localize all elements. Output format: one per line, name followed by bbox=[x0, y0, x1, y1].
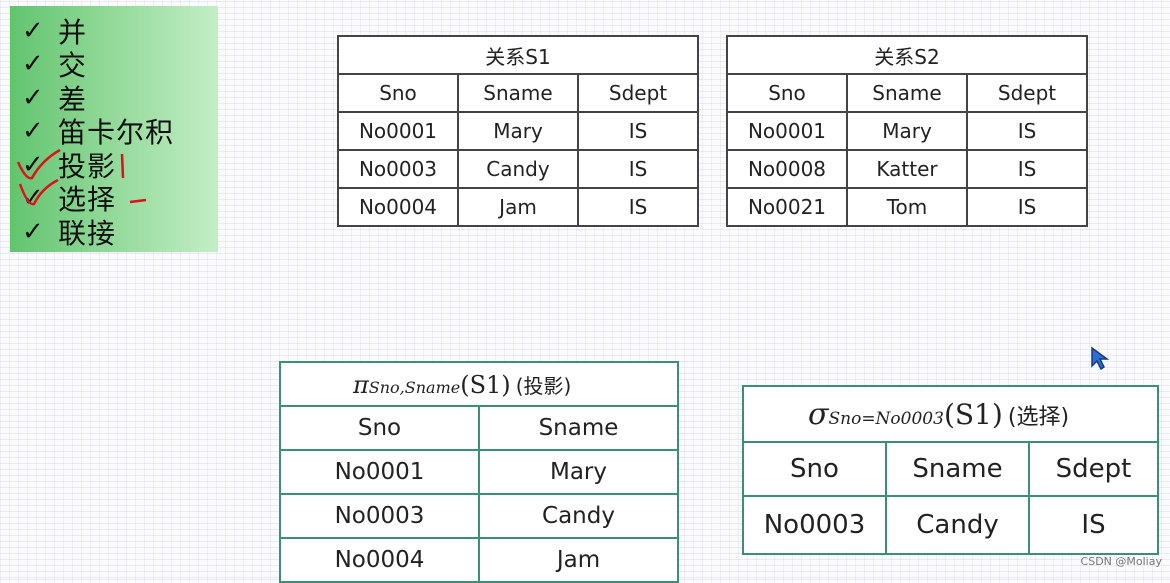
table-cell: IS bbox=[966, 149, 1088, 189]
table-row: No0004 Jam IS bbox=[337, 187, 699, 227]
red-bar-stroke bbox=[120, 153, 125, 179]
projection-argument: (S1) bbox=[460, 370, 511, 399]
table-caption: 关系S1 bbox=[337, 35, 699, 75]
table-cell: Mary bbox=[846, 111, 968, 151]
table-cell: Candy bbox=[457, 149, 579, 189]
table-cell: Katter bbox=[846, 149, 968, 189]
table-row: No0003 Candy IS bbox=[337, 149, 699, 189]
operation-label: 并 bbox=[58, 15, 88, 49]
table-cell: No0003 bbox=[279, 493, 480, 539]
table-row: No0021 Tom IS bbox=[726, 187, 1088, 227]
column-header: Sname bbox=[457, 73, 579, 113]
table-cell: No0001 bbox=[337, 111, 459, 151]
relation-s2-table: 关系S2 Sno Sname Sdept No0001 Mary IS No00… bbox=[726, 35, 1088, 227]
table-cell: Jam bbox=[478, 537, 679, 583]
column-header: Sno bbox=[742, 441, 887, 497]
operation-list-panel: ✓并 ✓交 ✓差 ✓笛卡尔积 ✓投影 ✓选择 ✓联接 bbox=[10, 6, 218, 252]
column-header: Sno bbox=[279, 405, 480, 451]
table-cell: Mary bbox=[478, 449, 679, 495]
table-cell: No0001 bbox=[726, 111, 848, 151]
table-row: No0003 Candy bbox=[279, 493, 679, 539]
table-cell: No0004 bbox=[279, 537, 480, 583]
checkmark-icon: ✓ bbox=[22, 49, 44, 80]
table-cell: No0001 bbox=[279, 449, 480, 495]
table-cell: IS bbox=[966, 111, 1088, 151]
table-cell: No0021 bbox=[726, 187, 848, 227]
table-cell: No0008 bbox=[726, 149, 848, 189]
table-cell: IS bbox=[577, 149, 699, 189]
watermark: CSDN @Moliay bbox=[1080, 555, 1162, 568]
selection-result-table: σSno=No0003(S1) (选择) Sno Sname Sdept No0… bbox=[742, 385, 1159, 555]
table-cell: Tom bbox=[846, 187, 968, 227]
table-cell: No0004 bbox=[337, 187, 459, 227]
mouse-cursor-icon bbox=[1091, 346, 1110, 371]
table-cell: Mary bbox=[457, 111, 579, 151]
sigma-symbol: σ bbox=[808, 396, 829, 432]
table-row: No0004 Jam bbox=[279, 537, 679, 583]
table-cell: IS bbox=[1028, 495, 1159, 555]
operation-label: 投影 bbox=[58, 149, 117, 183]
column-header: Sno bbox=[726, 73, 848, 113]
checkmark-icon: ✓ bbox=[22, 183, 44, 214]
operation-item: ✓ 投影 bbox=[22, 148, 218, 183]
table-row: No0003 Candy IS bbox=[742, 495, 1159, 555]
projection-note: (投影) bbox=[515, 373, 572, 398]
operation-item: ✓交 bbox=[22, 48, 218, 82]
table-row: No0001 Mary bbox=[279, 449, 679, 495]
table-cell: IS bbox=[966, 187, 1088, 227]
table-cell: IS bbox=[577, 111, 699, 151]
selection-argument: (S1) bbox=[943, 397, 1003, 431]
table-row: No0001 Mary IS bbox=[337, 111, 699, 151]
table-row: No0008 Katter IS bbox=[726, 149, 1088, 189]
checkmark-icon: ✓ bbox=[22, 15, 44, 46]
column-header: Sdept bbox=[1028, 441, 1159, 497]
column-header: Sno bbox=[337, 73, 459, 113]
operation-label: 联接 bbox=[58, 216, 117, 250]
handwritten-check-marks bbox=[16, 148, 147, 206]
operation-label: 笛卡尔积 bbox=[58, 116, 175, 150]
operation-item: ✓并 bbox=[22, 14, 218, 49]
table-cell: No0003 bbox=[337, 149, 459, 189]
red-dash-stroke bbox=[129, 198, 147, 204]
column-header: Sdept bbox=[966, 73, 1088, 113]
checkmark-icon: ✓ bbox=[22, 116, 44, 147]
relation-s1-table: 关系S1 Sno Sname Sdept No0001 Mary IS No00… bbox=[337, 35, 699, 227]
operation-item: ✓ 笛卡尔积 bbox=[22, 115, 218, 149]
operation-label: 差 bbox=[58, 82, 88, 116]
table-cell: Candy bbox=[885, 495, 1030, 555]
table-cell: Candy bbox=[478, 493, 679, 539]
table-cell: Jam bbox=[457, 187, 579, 227]
operation-label: 选择 bbox=[58, 183, 117, 217]
operation-label: 交 bbox=[58, 49, 88, 83]
checkmark-icon: ✓ bbox=[22, 216, 44, 247]
projection-subscript: Sno,Sname bbox=[368, 377, 461, 397]
operation-item: ✓ 联接 bbox=[22, 215, 218, 250]
red-check-stroke bbox=[18, 178, 59, 206]
projection-result-table: πSno,Sname(S1) (投影) Sno Sname No0001 Mar… bbox=[279, 361, 679, 583]
operation-item: ✓差 bbox=[22, 81, 218, 116]
checkmark-icon: ✓ bbox=[22, 82, 44, 113]
table-cell: IS bbox=[577, 187, 699, 227]
table-caption: 关系S2 bbox=[726, 35, 1088, 75]
table-cell: No0003 bbox=[742, 495, 887, 555]
column-header: Sname bbox=[478, 405, 679, 451]
selection-formula: σSno=No0003(S1) (选择) bbox=[742, 385, 1159, 443]
column-header: Sdept bbox=[577, 73, 699, 113]
projection-formula: πSno,Sname(S1) (投影) bbox=[279, 361, 679, 407]
selection-subscript: Sno=No0003 bbox=[828, 408, 944, 429]
pi-symbol: π bbox=[353, 370, 369, 399]
column-header: Sname bbox=[846, 73, 968, 113]
table-row: No0001 Mary IS bbox=[726, 111, 1088, 151]
column-header: Sname bbox=[885, 441, 1030, 497]
red-check-stroke bbox=[16, 148, 61, 180]
operation-item: ✓ 选择 bbox=[22, 182, 218, 216]
checkmark-icon: ✓ bbox=[22, 149, 44, 180]
selection-note: (选择) bbox=[1007, 404, 1070, 430]
